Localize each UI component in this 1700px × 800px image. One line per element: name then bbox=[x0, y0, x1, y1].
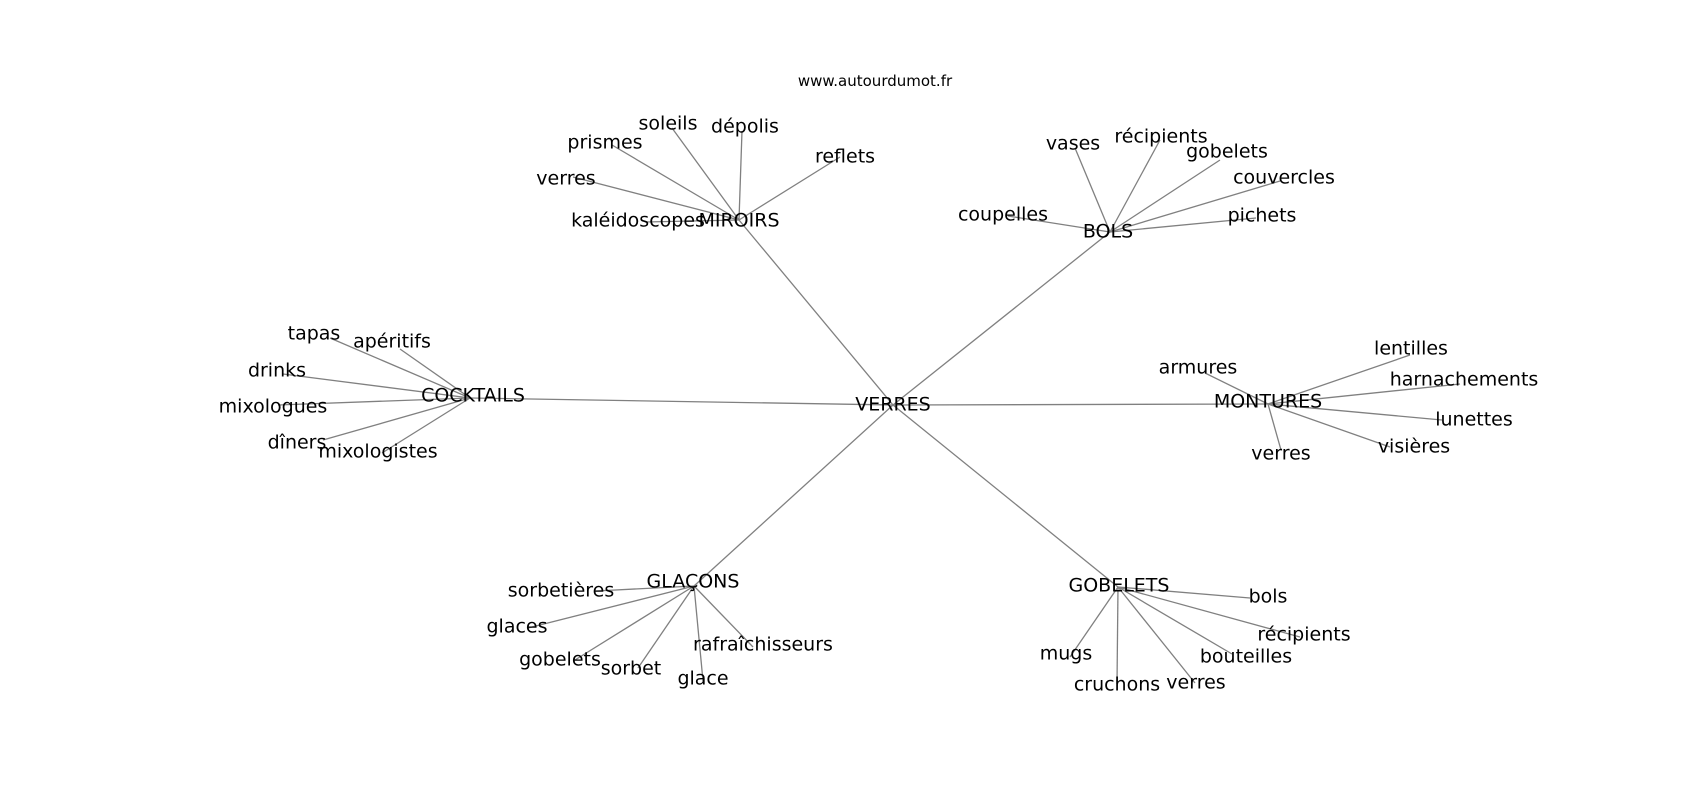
leaf-word-gobelets-4[interactable]: cruchons bbox=[1074, 674, 1160, 696]
edge-root-gobelets bbox=[892, 404, 1119, 588]
leaf-word-montures-0[interactable]: armures bbox=[1159, 357, 1238, 379]
edge-root-miroirs bbox=[738, 219, 894, 406]
leaf-word-gobelets-1[interactable]: récipients bbox=[1257, 624, 1350, 646]
leaf-word-glacons-1[interactable]: glaces bbox=[486, 616, 547, 638]
edge-gobelets-4 bbox=[1116, 586, 1119, 685]
leaf-word-bols-2[interactable]: gobelets bbox=[1186, 141, 1268, 163]
edge-gobelets-1 bbox=[1117, 586, 1301, 638]
leaf-word-miroirs-3[interactable]: reflets bbox=[815, 146, 875, 168]
leaf-word-cocktails-1[interactable]: apéritifs bbox=[353, 331, 431, 353]
root-word[interactable]: VERRES bbox=[855, 394, 930, 416]
edge-glacons-2 bbox=[574, 585, 695, 661]
edge-cocktails-2 bbox=[282, 373, 471, 399]
site-credit: www.autourdumot.fr bbox=[797, 72, 953, 90]
leaf-word-gobelets-5[interactable]: verres bbox=[1166, 672, 1225, 694]
leaf-word-cocktails-4[interactable]: dîners bbox=[268, 432, 327, 454]
edge-gobelets-2 bbox=[1069, 586, 1119, 658]
leaf-word-glacons-5[interactable]: glace bbox=[677, 668, 728, 690]
edge-miroirs-2 bbox=[611, 144, 740, 221]
edge-montures-3 bbox=[1267, 403, 1443, 421]
edge-miroirs-5 bbox=[644, 219, 740, 223]
edge-glacons-3 bbox=[637, 585, 695, 669]
hub-word-miroirs[interactable]: MIROIRS bbox=[698, 210, 779, 232]
edge-montures-1 bbox=[1267, 354, 1411, 405]
graph-labels: soleils dépolis prismes reflets verres kaléid… bbox=[219, 113, 1539, 696]
edge-bols-5 bbox=[1109, 217, 1257, 233]
leaf-word-miroirs-1[interactable]: dépolis bbox=[711, 116, 779, 138]
leaf-word-miroirs-5[interactable]: kaléidoscopes bbox=[571, 210, 705, 232]
leaf-word-montures-3[interactable]: lunettes bbox=[1435, 409, 1513, 431]
leaf-word-bols-1[interactable]: récipients bbox=[1114, 126, 1207, 148]
edge-root-bols bbox=[892, 231, 1111, 406]
edge-miroirs-4 bbox=[572, 176, 740, 221]
edge-bols-2 bbox=[1109, 159, 1221, 233]
edge-miroirs-3 bbox=[738, 156, 841, 221]
edge-cocktails-0 bbox=[329, 337, 471, 399]
leaf-word-montures-5[interactable]: verres bbox=[1251, 443, 1310, 465]
leaf-word-gobelets-0[interactable]: bols bbox=[1249, 586, 1288, 608]
leaf-word-montures-1[interactable]: lentilles bbox=[1374, 338, 1448, 360]
leaf-word-glacons-2[interactable]: gobelets bbox=[519, 649, 601, 671]
edge-miroirs-0 bbox=[671, 127, 740, 221]
edge-glacons-1 bbox=[527, 585, 695, 629]
leaf-word-cocktails-3[interactable]: mixologues bbox=[219, 396, 328, 418]
edge-glacons-0 bbox=[595, 585, 695, 592]
hub-word-bols[interactable]: BOLS bbox=[1083, 221, 1133, 243]
edge-bols-3 bbox=[1109, 180, 1281, 233]
edge-gobelets-5 bbox=[1117, 586, 1196, 684]
edge-bols-4 bbox=[1007, 215, 1111, 233]
hub-word-glacons[interactable]: GLAÇONS bbox=[647, 571, 740, 593]
edge-miroirs-1 bbox=[738, 130, 743, 221]
edge-bols-0 bbox=[1074, 147, 1111, 233]
leaf-word-miroirs-2[interactable]: prismes bbox=[567, 132, 642, 154]
leaf-word-bols-5[interactable]: pichets bbox=[1228, 205, 1297, 227]
edge-gobelets-0 bbox=[1117, 586, 1251, 599]
edge-gobelets-3 bbox=[1117, 586, 1233, 655]
leaf-word-bols-4[interactable]: coupelles bbox=[958, 204, 1048, 226]
edge-cocktails-3 bbox=[277, 397, 471, 406]
leaf-word-miroirs-0[interactable]: soleils bbox=[639, 113, 698, 135]
edge-cocktails-5 bbox=[381, 397, 471, 454]
hub-word-cocktails[interactable]: COCKTAILS bbox=[421, 385, 525, 407]
leaf-word-glacons-3[interactable]: sorbet bbox=[601, 658, 662, 680]
graph-edges bbox=[277, 127, 1461, 685]
leaf-word-bols-0[interactable]: vases bbox=[1046, 133, 1100, 155]
leaf-word-montures-4[interactable]: visières bbox=[1378, 436, 1450, 458]
leaf-word-gobelets-2[interactable]: mugs bbox=[1040, 643, 1093, 665]
leaf-word-glacons-0[interactable]: sorbetières bbox=[508, 580, 615, 602]
edge-cocktails-1 bbox=[399, 348, 471, 399]
edge-montures-5 bbox=[1267, 403, 1282, 451]
edge-root-cocktails bbox=[469, 397, 894, 406]
edge-cocktails-4 bbox=[322, 397, 471, 441]
edge-root-montures bbox=[892, 403, 1269, 406]
leaf-word-gobelets-3[interactable]: bouteilles bbox=[1200, 646, 1292, 668]
leaf-word-cocktails-0[interactable]: tapas bbox=[288, 323, 341, 345]
edge-montures-0 bbox=[1204, 372, 1269, 405]
leaf-word-cocktails-5[interactable]: mixologistes bbox=[318, 441, 437, 463]
hub-word-gobelets[interactable]: GOBELETS bbox=[1069, 575, 1170, 597]
leaf-word-miroirs-4[interactable]: verres bbox=[536, 168, 595, 190]
hub-word-montures[interactable]: MONTURES bbox=[1214, 391, 1322, 413]
edge-montures-4 bbox=[1267, 403, 1391, 448]
edge-glacons-5 bbox=[693, 585, 704, 682]
edge-root-glacons bbox=[693, 404, 894, 587]
edge-bols-1 bbox=[1109, 139, 1161, 233]
edge-montures-2 bbox=[1267, 383, 1461, 405]
leaf-word-cocktails-2[interactable]: drinks bbox=[248, 360, 306, 382]
leaf-word-glacons-4[interactable]: rafraîchisseurs bbox=[693, 634, 833, 656]
leaf-word-bols-3[interactable]: couvercles bbox=[1233, 167, 1335, 189]
edge-glacons-4 bbox=[693, 585, 754, 648]
leaf-word-montures-2[interactable]: harnachements bbox=[1390, 369, 1539, 391]
